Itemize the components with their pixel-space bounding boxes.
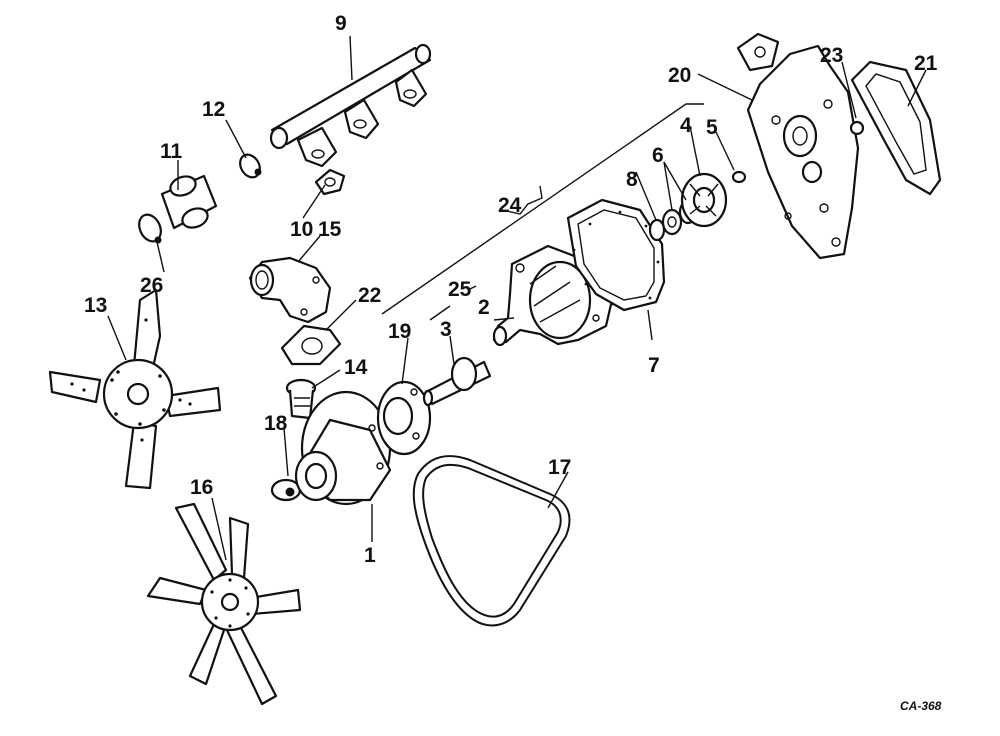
callout-13: 13 — [84, 294, 107, 317]
plug — [731, 170, 747, 184]
callout-5: 5 — [706, 116, 718, 139]
callout-10: 10 — [290, 218, 313, 241]
cover-plug — [849, 120, 865, 136]
callout-22: 22 — [358, 284, 381, 307]
thermostat-housing-elbow — [248, 256, 332, 324]
callout-26: 26 — [140, 274, 163, 297]
cover-gasket — [850, 60, 942, 196]
hose-clamp-upper — [239, 153, 262, 179]
seal-ring — [648, 218, 666, 242]
timing-cover — [736, 32, 860, 260]
hose-clamp-lower — [138, 213, 162, 244]
fan-pulley — [294, 390, 392, 506]
callout-18: 18 — [264, 412, 288, 435]
callout-3: 3 — [440, 318, 452, 341]
callout-17: 17 — [548, 456, 571, 479]
fan-six-blade — [146, 502, 302, 706]
callout-16: 16 — [190, 476, 213, 499]
callout-12: 12 — [202, 98, 225, 121]
callout-14: 14 — [344, 356, 368, 379]
pump-shaft — [422, 356, 492, 407]
callout-6: 6 — [652, 144, 664, 167]
callout-21: 21 — [914, 52, 938, 75]
fan-belt — [412, 455, 571, 627]
thermostat — [285, 378, 317, 420]
water-manifold-pipe — [269, 43, 432, 168]
callout-20: 20 — [668, 64, 691, 87]
pulley-hub — [376, 380, 432, 456]
manifold-gasket — [314, 168, 346, 196]
callout-19: 19 — [388, 320, 411, 343]
callout-9: 9 — [335, 12, 347, 35]
drawing-code: CA-368 — [900, 699, 942, 713]
callout-23: 23 — [820, 44, 843, 67]
fan-four-blade — [48, 288, 222, 490]
impeller — [680, 172, 728, 228]
callout-11: 11 — [160, 140, 183, 163]
callout-1: 1 — [364, 544, 376, 567]
callout-24: 24 — [498, 194, 522, 217]
callout-15: 15 — [318, 218, 342, 241]
callout-8: 8 — [626, 168, 638, 191]
callout-25: 25 — [448, 278, 472, 301]
callout-4: 4 — [680, 114, 692, 137]
leader-lines — [107, 35, 927, 561]
bypass-hose — [160, 174, 218, 230]
callout-7: 7 — [648, 354, 660, 377]
callout-2: 2 — [478, 296, 490, 319]
callout-numbers: 9 12 11 10 15 26 13 22 14 18 16 1 19 3 2… — [84, 12, 938, 567]
thermostat-gasket — [280, 324, 342, 366]
pump-gasket — [566, 198, 666, 312]
